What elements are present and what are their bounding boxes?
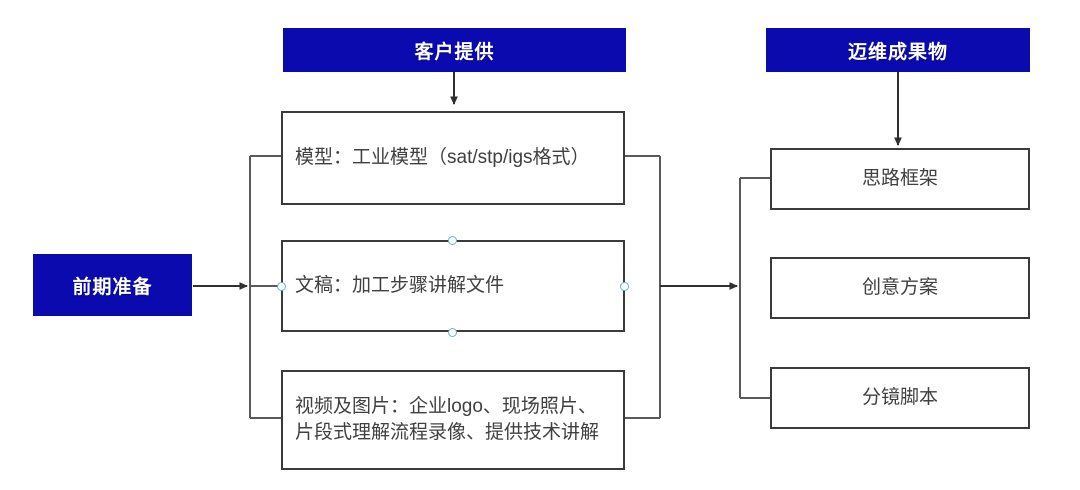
node-creative-plan[interactable]: 创意方案	[770, 257, 1030, 319]
node-preparation-label: 前期准备	[72, 276, 153, 298]
node-model-label: 模型：工业模型（sat/stp/igs格式）	[295, 147, 590, 169]
connector-outputs-bracket	[739, 177, 772, 399]
banner-customer-provides[interactable]: 客户提供	[283, 28, 626, 72]
node-storyboard[interactable]: 分镜脚本	[770, 367, 1030, 429]
node-framework-label: 思路框架	[861, 168, 938, 190]
node-storyboard-label: 分镜脚本	[861, 387, 938, 409]
node-creative-plan-label: 创意方案	[861, 277, 938, 299]
selection-handle-middle-left[interactable]	[277, 282, 286, 291]
node-video-photo-label: 视频及图片：企业logo、现场照片、片段式理解流程录像、提供技术讲解	[295, 396, 600, 443]
node-script-label: 文稿：加工步骤讲解文件	[295, 275, 505, 297]
banner-customer-provides-label: 客户提供	[414, 41, 495, 63]
node-video-photo[interactable]: 视频及图片：企业logo、现场照片、片段式理解流程录像、提供技术讲解	[281, 370, 625, 470]
banner-maiwei-deliverables[interactable]: 迈维成果物	[766, 28, 1030, 72]
banner-maiwei-deliverables-label: 迈维成果物	[847, 41, 948, 63]
selection-handle-top-center[interactable]	[448, 236, 457, 245]
selection-handle-middle-right[interactable]	[620, 282, 629, 291]
connector-inputs-collector	[624, 155, 661, 419]
node-preparation[interactable]: 前期准备	[33, 254, 192, 316]
node-framework[interactable]: 思路框架	[770, 148, 1030, 210]
node-script[interactable]: 文稿：加工步骤讲解文件	[281, 240, 625, 332]
node-model[interactable]: 模型：工业模型（sat/stp/igs格式）	[281, 111, 625, 205]
selection-handle-bottom-center[interactable]	[448, 328, 457, 337]
